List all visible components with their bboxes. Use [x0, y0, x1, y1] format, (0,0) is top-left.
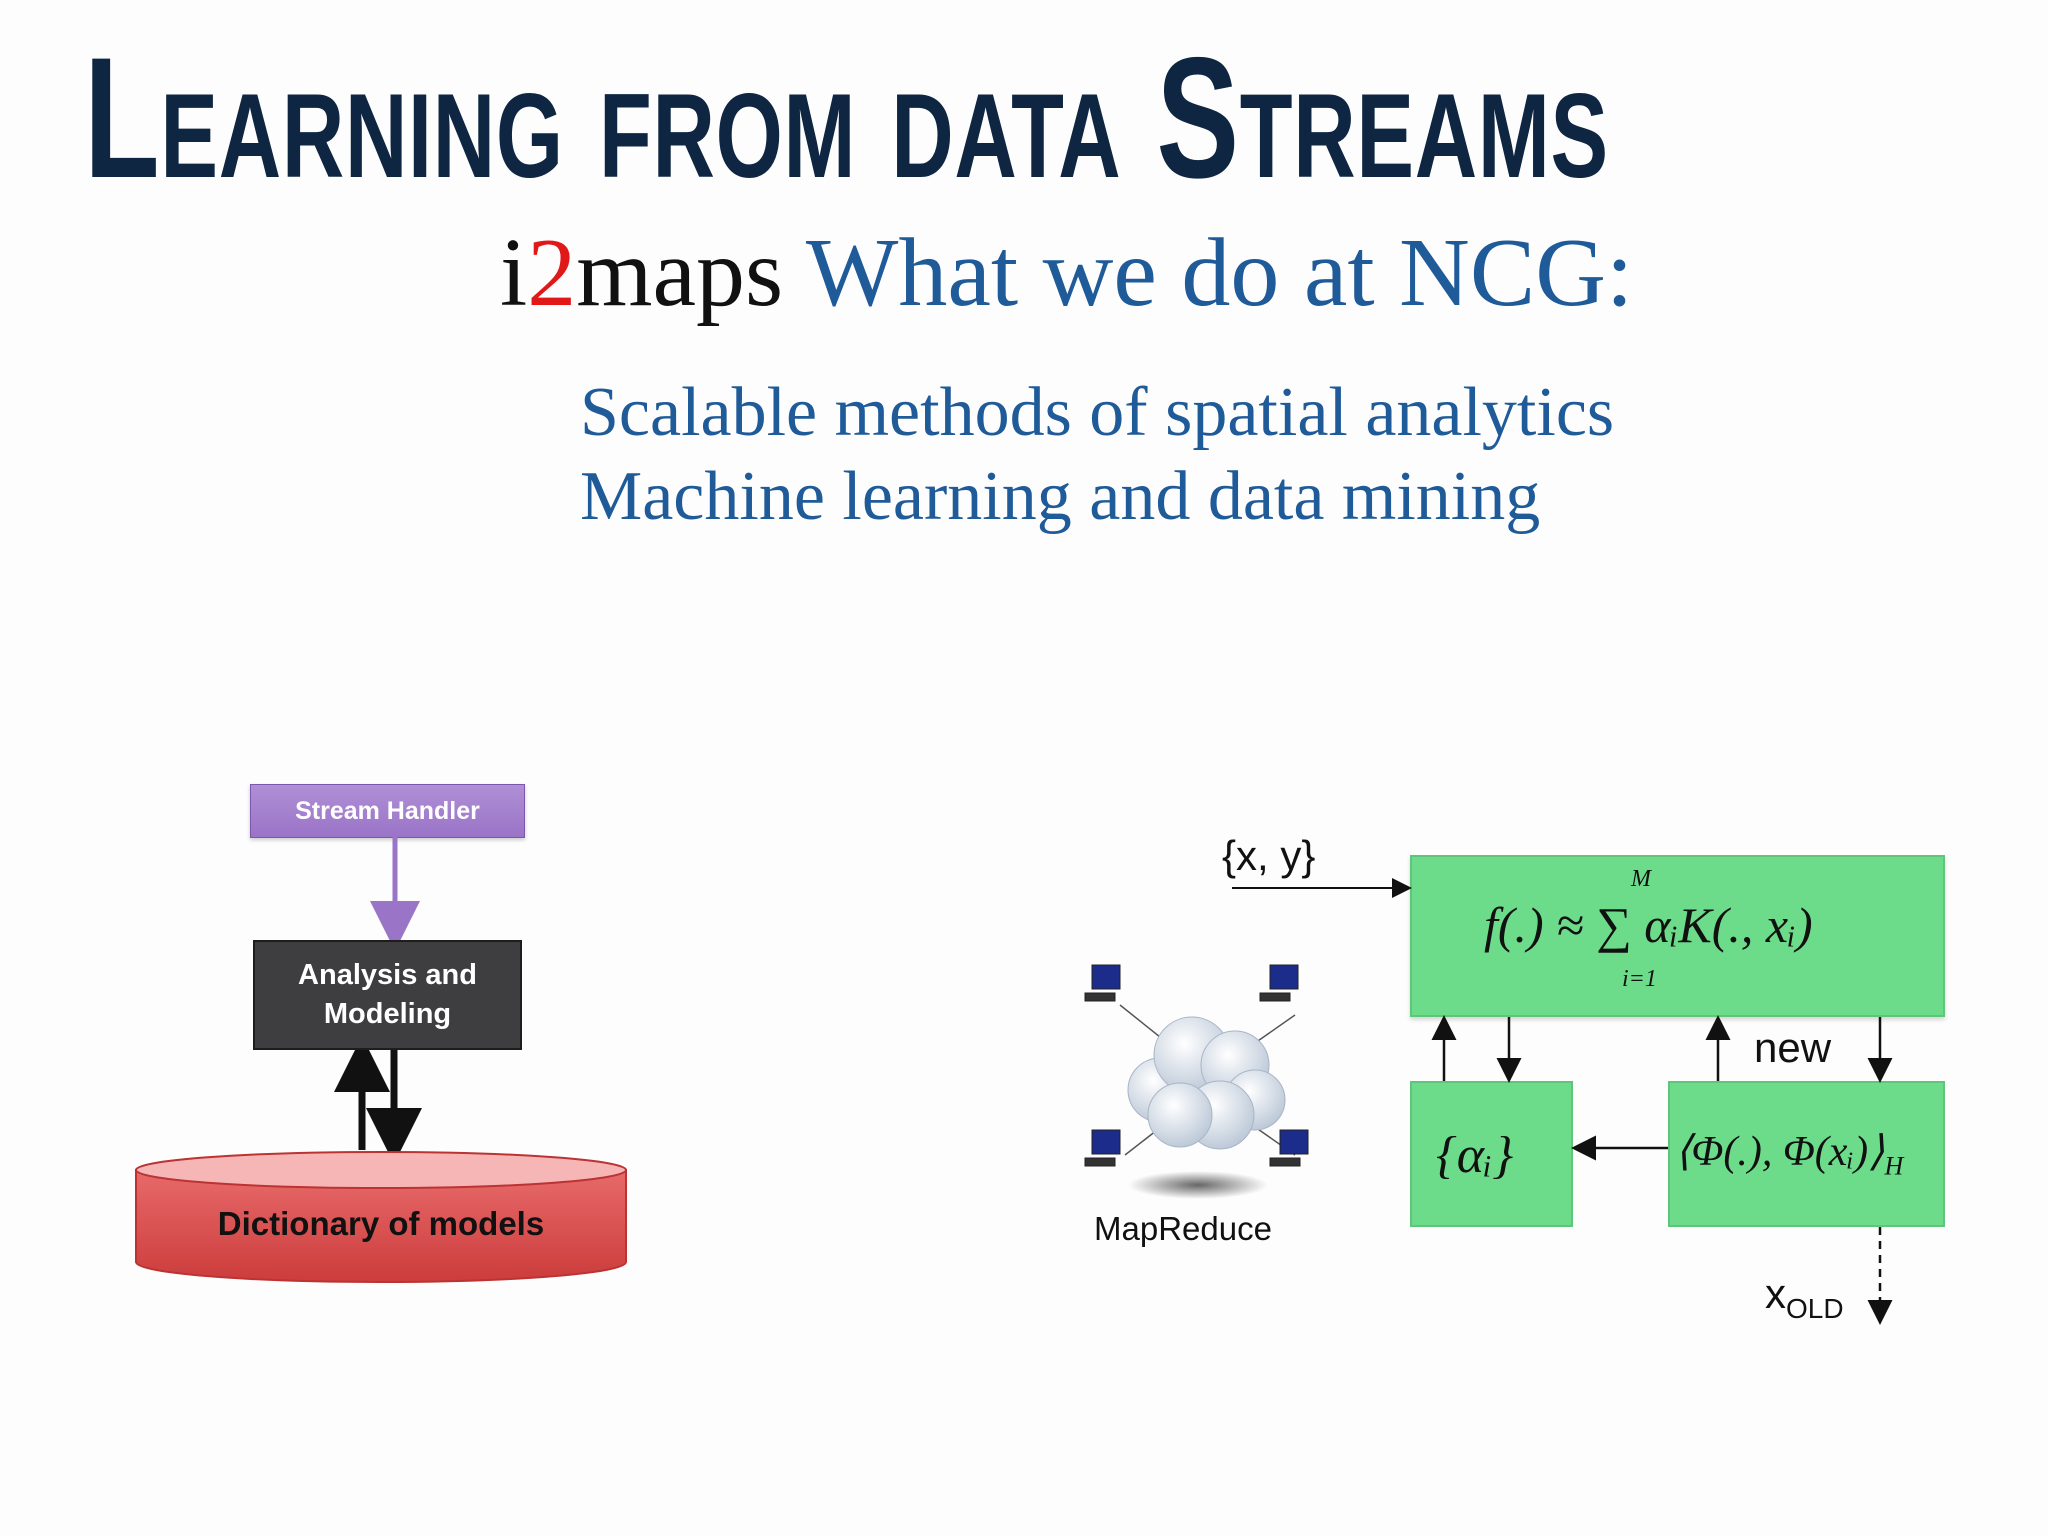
- alpha-set-label: {αᵢ}: [1436, 1127, 1514, 1184]
- dictionary-cylinder: [135, 1151, 627, 1283]
- stream-handler-box: Stream Handler: [250, 784, 525, 838]
- kernel-product-subscript: H: [1884, 1151, 1904, 1181]
- analysis-modeling-box: Analysis and Modeling: [253, 940, 522, 1050]
- x-old-base: x: [1765, 1270, 1786, 1317]
- input-xy-label: {x, y}: [1222, 832, 1316, 879]
- brand-maps: maps: [576, 219, 784, 327]
- bullet-machine-learning: Machine learning and data mining: [580, 458, 1541, 535]
- computer-icon: [1084, 964, 1309, 1167]
- dictionary-label: Dictionary of models: [217, 1205, 545, 1242]
- sum-upper-limit: M: [1631, 866, 1651, 892]
- brand-i: i: [500, 219, 528, 327]
- mapreduce-cloud-icon: [1084, 964, 1309, 1199]
- subtitle-text: What we do at NCG:: [805, 219, 1634, 327]
- kernel-product-text: ⟨Φ(.), Φ(xᵢ)⟩: [1675, 1129, 1885, 1175]
- subtitle: i2maps What we do at NCG:: [500, 219, 1634, 328]
- brand-2: 2: [527, 219, 577, 327]
- sum-lower-limit: i=1: [1622, 966, 1657, 992]
- kernel-product-box: [1668, 1081, 1945, 1227]
- kernel-product-label: ⟨Φ(.), Φ(xᵢ)⟩H: [1675, 1126, 1903, 1181]
- kernel-expansion-formula: f(.) ≈ ∑ αᵢK(., xᵢ): [1484, 897, 1813, 953]
- bullet-scalable-methods: Scalable methods of spatial analytics: [580, 374, 1615, 451]
- mapreduce-label: MapReduce: [1094, 1210, 1272, 1247]
- x-old-label: xOLD: [1765, 1270, 1844, 1325]
- formula-box: [1410, 855, 1945, 1017]
- slide-title: Learning from data Streams: [84, 22, 1609, 214]
- x-old-subscript: OLD: [1786, 1293, 1844, 1324]
- new-label: new: [1754, 1024, 1832, 1071]
